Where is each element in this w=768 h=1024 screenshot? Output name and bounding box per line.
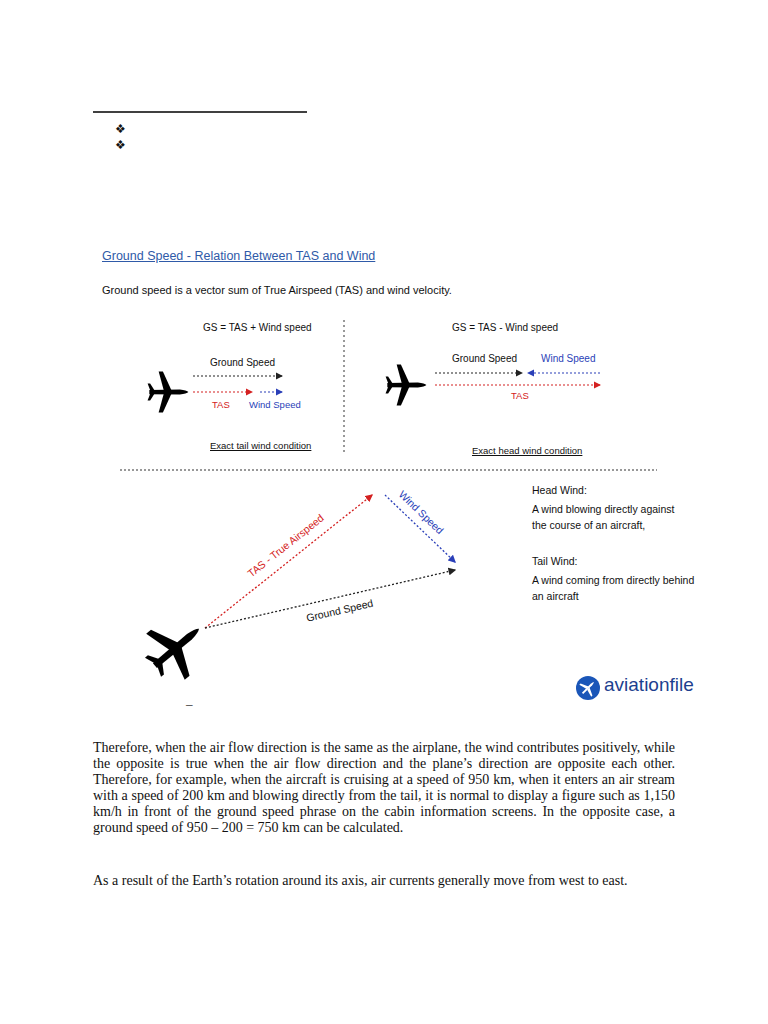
formula: GS = TAS - Wind speed [452, 322, 558, 334]
vector-label: Ground Speed [210, 357, 275, 369]
vector-label: Ground Speed [305, 597, 374, 625]
vector-label: Ground Speed [452, 353, 517, 365]
airplane [386, 365, 427, 406]
vector-label: TAS [212, 399, 230, 410]
logo-mark [576, 676, 600, 700]
vector-label: Wind Speed [249, 399, 301, 410]
paragraph: Therefore, when the air flow direction i… [93, 740, 675, 836]
definition-text: A wind coming from directly behind an ai… [532, 572, 697, 604]
diagram-title: Ground Speed - Relation Between TAS and … [102, 249, 375, 264]
vector-label: Wind Speed [541, 353, 595, 365]
paragraph: As a result of the Earth’s rotation arou… [93, 873, 675, 889]
airplane [134, 606, 219, 691]
vector-label: TAS - True Airspeed [245, 512, 326, 580]
caption-note: Exact head wind condition [472, 445, 582, 456]
definition-term: Head Wind: [532, 484, 587, 497]
airplane [148, 372, 189, 413]
definition-term: Tail Wind: [532, 555, 578, 568]
definition-text: A wind blowing directly against the cour… [532, 501, 682, 533]
formula: GS = TAS + Wind speed [203, 322, 312, 334]
logo-text: aviationfile [604, 674, 694, 697]
bullet: ❖ [115, 122, 126, 136]
divider [120, 469, 657, 470]
rule [93, 111, 307, 113]
subtitle: Ground speed is a vector sum of True Air… [102, 284, 452, 297]
caption-note: Exact tail wind condition [210, 440, 311, 451]
bullet: ❖ [115, 138, 126, 152]
dash: – [186, 696, 193, 712]
divider [344, 320, 345, 455]
vector-label: TAS [511, 390, 529, 401]
